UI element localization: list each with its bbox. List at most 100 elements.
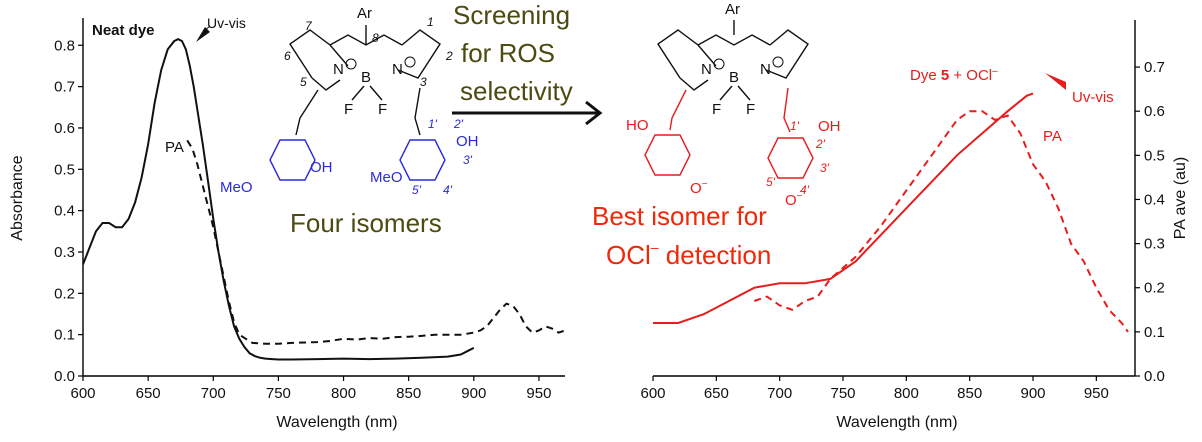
right-x-tick-label: 850 [957, 385, 982, 402]
pos-4p-label: 4' [443, 183, 453, 197]
left-x-axis-label: Wavelength (nm) [276, 414, 397, 431]
r-pos-3p-label: 3' [820, 161, 830, 175]
left-x-tick-label: 800 [331, 385, 356, 402]
left-y-axis-label: Absorbance [9, 155, 26, 240]
n-left-label: N [333, 61, 344, 78]
r-b-label: B [729, 69, 739, 86]
bf-right-bond [369, 85, 383, 101]
ar-label: Ar [357, 5, 372, 22]
r-pos-2p-label: 2' [815, 137, 826, 151]
meo-left-label: MeO [220, 179, 253, 196]
left-y-tick-label: 0.2 [54, 285, 75, 302]
r-pos-4p-label: 4' [800, 183, 810, 197]
plus-charge-icon [404, 56, 416, 68]
right-y-tick-label: 0.7 [1144, 59, 1165, 76]
f-right-label: F [378, 101, 387, 118]
pos-3-label: 3 [420, 75, 427, 89]
screening-line-2: for ROS [461, 38, 555, 68]
screening-block: Screening for ROS selectivity [452, 0, 603, 126]
bf-left-bond [351, 85, 365, 101]
pos-2-label: 2 [445, 49, 453, 63]
b-label: B [361, 69, 371, 86]
r-bf-left-bond [719, 85, 733, 101]
r-oh-label: OH [818, 118, 841, 135]
n-right-label: N [392, 61, 403, 78]
four-isomers-label: Four isomers [290, 208, 442, 238]
left-blue-phenyl [269, 139, 316, 181]
pos-7-label: 7 [305, 19, 313, 33]
left-vinyl [295, 89, 319, 136]
right-x-tick-label: 900 [1020, 385, 1045, 402]
f-left-label: F [344, 101, 353, 118]
meo-right-label: MeO [370, 169, 403, 186]
pos-1p-label: 1' [428, 117, 438, 131]
r-ar-label: Ar [725, 1, 740, 18]
pa-left-label: PA [165, 139, 184, 156]
screening-line-1: Screening [453, 0, 570, 30]
right-x-tick-label: 750 [830, 385, 855, 402]
oh-right-label: OH [456, 133, 479, 150]
left-x-tick-label: 600 [70, 385, 95, 402]
o-minus-right-label: O− [785, 191, 803, 209]
right-series-dashed [753, 110, 1129, 333]
left-y-tick-label: 0.7 [54, 79, 75, 96]
ho-label: HO [626, 117, 649, 134]
generic-isomer-structure: Ar N B N F F 7 8 1 2 3 6 5 OH MeO OH MeO… [220, 5, 479, 238]
r-pos-5p-label: 5' [766, 175, 776, 189]
right-x-tick-label: 600 [640, 385, 665, 402]
right-y-tick-label: 0.4 [1144, 191, 1165, 208]
best-isomer-structure: Ar N B N F F HO OH O− O− 1' 2' 3' 4' 5' … [592, 1, 841, 270]
uvvis-right-label: Uv-vis [1072, 89, 1114, 106]
screening-arrow-icon [585, 100, 603, 126]
r-minus-charge-icon [713, 58, 725, 70]
left-x-tick-label: 650 [136, 385, 161, 402]
pos-8-label: 8 [372, 31, 379, 45]
left-x-tick-label: 850 [396, 385, 421, 402]
r-right-vinyl [783, 87, 791, 133]
pos-1-label: 1 [427, 15, 434, 29]
left-y-tick-label: 0.8 [54, 37, 75, 54]
right-series-solid [653, 92, 1034, 324]
left-x-tick-label: 900 [461, 385, 486, 402]
left-series-solid [82, 37, 475, 361]
best-isomer-line-2: OCl– detection [606, 239, 771, 270]
right-blue-phenyl [399, 139, 446, 181]
right-y-tick-label: 0.5 [1144, 147, 1165, 164]
right-x-tick-label: 800 [894, 385, 919, 402]
right-y-tick-label: 0.6 [1144, 103, 1165, 120]
r-n-right-label: N [760, 61, 771, 78]
uvvis-left-arrowhead [196, 27, 210, 42]
r-plus-charge-icon [772, 56, 784, 68]
left-y-tick-label: 0.4 [54, 203, 75, 220]
right-series-group [653, 92, 1129, 333]
r-left-vinyl [669, 89, 687, 131]
o-minus-left-label: O− [690, 179, 708, 197]
dye-label: Dye 5 + OCl– [910, 66, 998, 84]
r-right-pyrrole-ring [765, 29, 809, 79]
r-f-right-label: F [746, 101, 755, 118]
right-pyrrole-ring [397, 29, 441, 79]
r-pos-1p-label: 1' [790, 119, 800, 133]
screening-line-3: selectivity [460, 76, 573, 106]
r-left-pyrrole-base [679, 77, 709, 91]
left-y-tick-label: 0.0 [54, 368, 75, 385]
right-y-tick-label: 0.3 [1144, 236, 1165, 253]
right-y-axis-label: PA ave (au) [1172, 157, 1189, 239]
oh-left-label: OH [310, 159, 333, 176]
right-y-tick-label: 0.1 [1144, 324, 1165, 341]
pos-2p-label: 2' [453, 117, 464, 131]
left-y-tick-label: 0.6 [54, 120, 75, 137]
left-y-tick-label: 0.5 [54, 161, 75, 178]
left-x-tick-label: 950 [526, 385, 551, 402]
uvvis-left-label: Uv-vis [207, 15, 246, 31]
left-series-dashed [186, 139, 566, 345]
uvvis-right-arrowhead [1045, 73, 1066, 90]
pos-5p-label: 5' [412, 183, 422, 197]
right-x-tick-label: 700 [767, 385, 792, 402]
pos-6-label: 6 [284, 49, 291, 63]
